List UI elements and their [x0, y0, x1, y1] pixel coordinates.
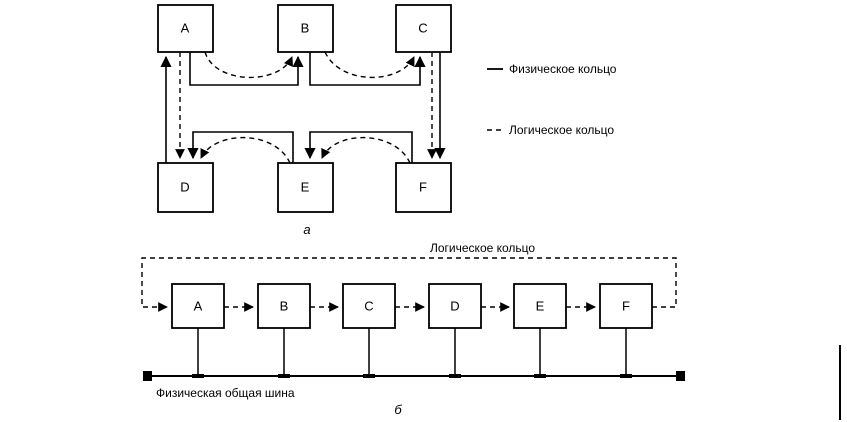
- svg-text:A: A: [194, 298, 203, 313]
- svg-text:C: C: [364, 298, 373, 313]
- logical-ring-loop: [141, 257, 677, 312]
- logical-ring-lines: [175, 51, 437, 164]
- node-c-bus: C: [342, 283, 396, 329]
- caption-b: б: [394, 402, 402, 417]
- svg-text:D: D: [180, 179, 189, 194]
- node-e-top: E: [277, 162, 334, 213]
- node-a-bus: A: [171, 283, 225, 329]
- bus-terminator-left: [143, 371, 152, 381]
- logical-ring-legend-label: Логическое кольцо: [509, 123, 614, 137]
- node-b-top: B: [277, 4, 334, 53]
- node-d-bus: D: [428, 283, 482, 329]
- svg-text:F: F: [419, 179, 427, 194]
- svg-text:E: E: [301, 179, 310, 194]
- physical-ring-lines: [160, 52, 446, 163]
- svg-text:B: B: [301, 20, 310, 35]
- svg-text:F: F: [622, 298, 630, 313]
- ring-diagram: A B C D E F: [157, 4, 617, 237]
- svg-text:D: D: [450, 298, 459, 313]
- physical-ring-legend-label: Физическое кольцо: [509, 62, 617, 76]
- bus-terminator-right: [676, 371, 685, 381]
- node-b-bus: B: [257, 283, 311, 329]
- node-d-top: D: [157, 162, 214, 213]
- logical-ring-label: Логическое кольцо: [430, 241, 535, 255]
- node-f-bus: F: [599, 283, 653, 329]
- svg-text:E: E: [536, 298, 545, 313]
- bus-diagram: Логическое кольцо A B C D E F: [141, 241, 685, 417]
- bus-label: Физическая общая шина: [156, 386, 295, 400]
- node-f-top: F: [395, 162, 452, 213]
- svg-text:A: A: [181, 20, 190, 35]
- node-a-top: A: [157, 4, 214, 53]
- physical-bus: [143, 328, 685, 381]
- legend: Физическое кольцо Логическое кольцо: [487, 62, 617, 137]
- svg-text:B: B: [280, 298, 289, 313]
- node-e-bus: E: [513, 283, 567, 329]
- caption-a: а: [303, 222, 310, 237]
- node-c-top: C: [395, 4, 452, 53]
- svg-text:C: C: [418, 20, 427, 35]
